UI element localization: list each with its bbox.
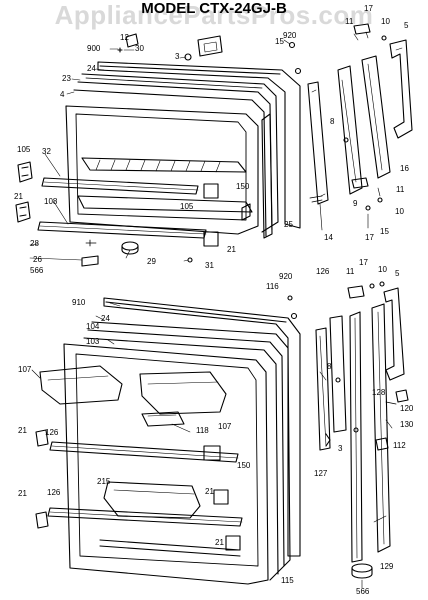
callout-t21a: 21 [14,192,23,201]
callout-b11: 11 [346,267,355,276]
callout-t29: 29 [147,257,156,266]
callout-t3: 3 [175,52,180,61]
callout-t105b: 105 [180,202,194,211]
callout-b107a: 107 [18,365,32,374]
callout-t566: 566 [30,266,44,275]
callout-b118: 118 [196,426,209,435]
callout-t16: 16 [400,164,409,173]
callout-t30: 30 [135,44,144,53]
callout-b10: 10 [378,265,387,274]
callout-b116: 116 [266,282,279,291]
freezer-small-parts [15,33,302,267]
callout-b126c: 126 [47,488,61,497]
callout-t10b: 10 [395,207,404,216]
callout-b130: 130 [400,420,414,429]
callout-b24: 24 [101,314,110,323]
callout-b3: 3 [338,444,343,453]
callout-t9: 9 [353,199,358,208]
callout-t15b: 15 [380,227,389,236]
callout-b566: 566 [356,587,370,596]
callout-b21a: 21 [18,426,27,435]
callout-t150: 150 [236,182,250,191]
fresh-food-door [35,297,301,585]
callout-b112: 112 [393,441,406,450]
callout-b17: 17 [359,258,368,267]
callout-b910: 910 [72,298,86,307]
callout-t25: 25 [284,220,293,229]
fresh-food-trim-and-handle [287,281,409,579]
callout-t11b: 11 [396,185,405,194]
callout-b21d: 21 [215,538,224,547]
callout-b115: 115 [281,576,294,585]
callout-b107b: 107 [218,422,232,431]
callout-b920: 920 [279,272,293,281]
callout-t8: 8 [330,117,335,126]
callout-t105a: 105 [17,145,31,154]
callout-t26: 26 [33,255,42,264]
callout-t31: 31 [205,261,214,270]
callout-b21b: 21 [205,487,214,496]
callout-t32: 32 [42,147,51,156]
callout-t24: 24 [87,64,96,73]
callout-b21c: 21 [18,489,27,498]
callout-t900: 900 [87,44,101,53]
callout-t15: 15 [275,37,284,46]
callout-t17b: 17 [365,233,374,242]
callout-b128: 128 [372,388,386,397]
page-title: MODEL CTX-24GJ-B [141,0,287,17]
callout-b126b: 126 [45,428,59,437]
callout-b5: 5 [395,269,400,278]
callout-b215: 215 [97,477,111,486]
callout-t5: 5 [404,21,409,30]
callout-t10: 10 [381,17,390,26]
callout-b104: 104 [86,322,100,331]
callout-b103: 103 [86,337,100,346]
callout-t14: 14 [324,233,333,242]
callout-b120: 120 [400,404,414,413]
callout-b127: 127 [314,469,328,478]
callout-t23: 23 [62,74,71,83]
callout-t12: 12 [120,33,129,42]
callout-t108: 108 [44,197,58,206]
callout-b126a: 126 [316,267,330,276]
watermark: AppliancePartsPros.com [54,0,374,30]
callout-b150: 150 [237,461,251,470]
callout-t920: 920 [283,31,297,40]
leader-lines [29,39,393,589]
callout-t4: 4 [60,90,65,99]
callout-b129: 129 [380,562,394,571]
door-shelf-bar-32 [41,177,199,195]
callout-t28: 28 [30,239,39,248]
callout-b8: 8 [327,362,332,371]
callout-t17: 17 [364,4,373,13]
callout-t21b: 21 [227,245,236,254]
freezer-door [37,61,301,247]
freezer-trim-and-handle [307,23,413,211]
callout-t11: 11 [345,17,354,26]
